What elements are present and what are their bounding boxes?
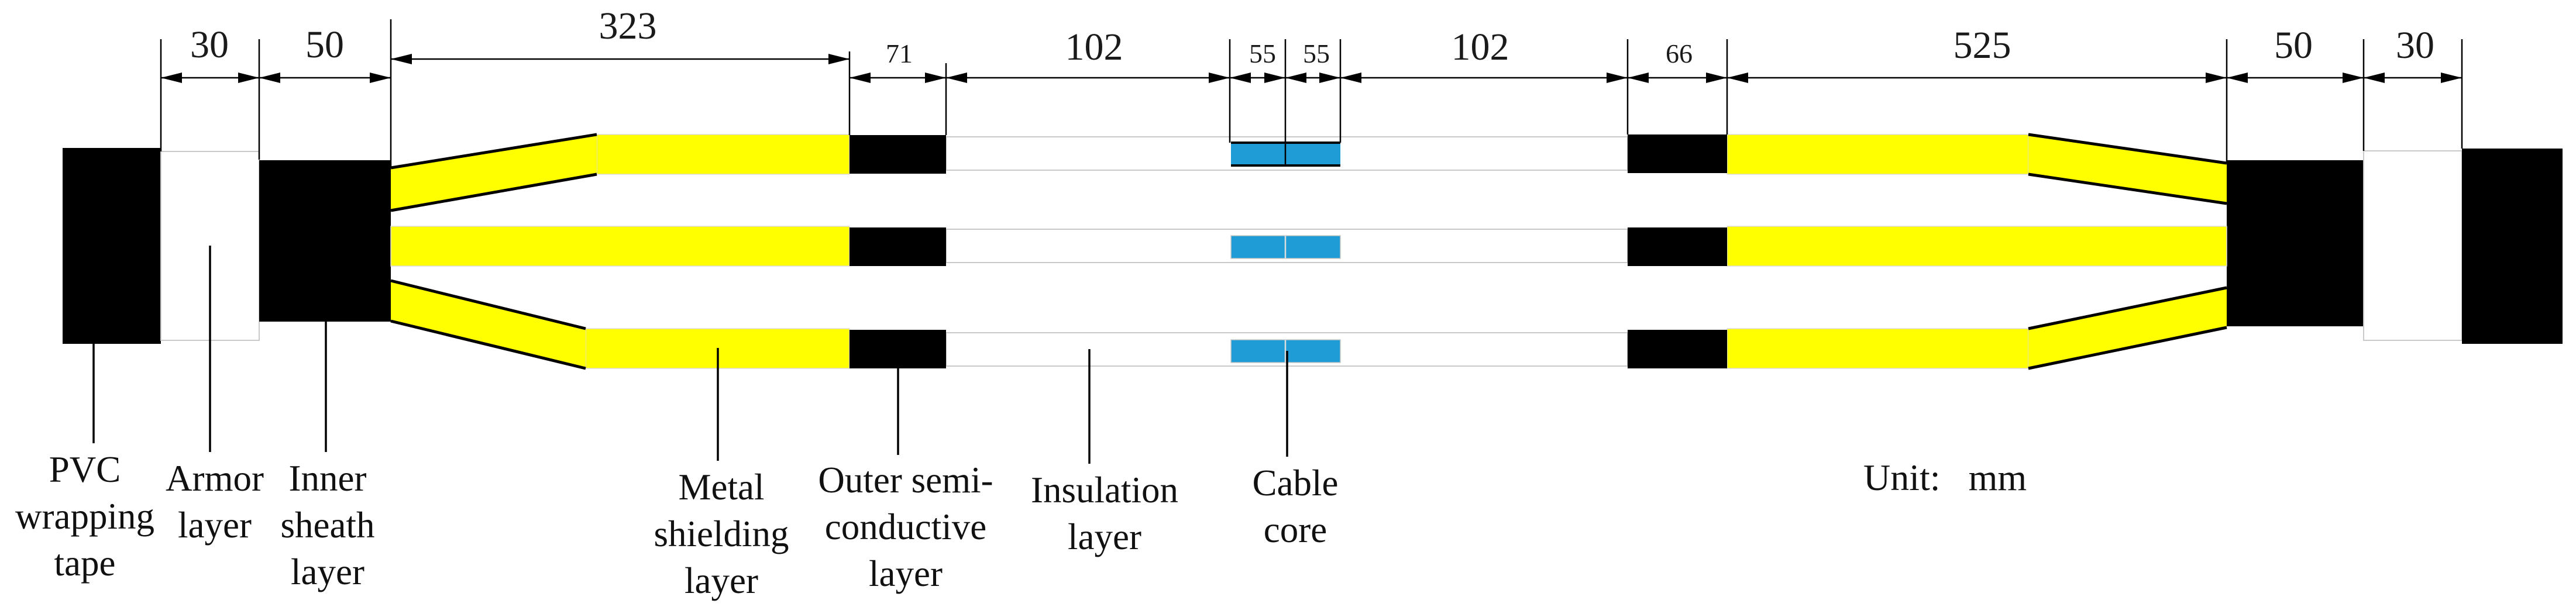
outer-semiconductive-row2-right	[1628, 227, 1727, 266]
dimension-value-30-left: 30	[190, 23, 229, 66]
pvc-wrapping-tape-left	[63, 148, 161, 344]
label-line: layer	[869, 553, 943, 594]
label-line: layer	[685, 560, 758, 601]
dimension-value-323: 323	[599, 5, 657, 47]
pvc-wrapping-tape-right	[2462, 149, 2563, 344]
label-inner-sheath-layer: Inner sheath layer	[281, 455, 375, 595]
diagonal-edge	[2028, 326, 2227, 370]
label-line: tape	[54, 543, 116, 584]
outer-semiconductive-row3-right	[1628, 330, 1727, 368]
unit-note: Unit: mm	[1863, 456, 2027, 499]
label-line: core	[1263, 509, 1327, 550]
label-insulation-layer: Insulation layer	[1031, 467, 1178, 560]
label-pvc-wrapping-tape: PVC wrapping tape	[15, 446, 154, 587]
leader-lines	[92, 246, 1288, 464]
metal-shielding-row1-right	[1726, 134, 2029, 175]
metal-shielding-diagonal-row1-left	[391, 134, 597, 211]
dimension-value-30-right: 30	[2396, 24, 2434, 67]
diagonal-edge	[2028, 286, 2227, 330]
dimension-value-525: 525	[1953, 24, 2011, 67]
label-line: Inner	[288, 458, 367, 499]
label-line: Metal	[678, 467, 765, 508]
label-line: conductive	[824, 506, 987, 547]
label-line: Armor	[166, 458, 264, 499]
label-line: Insulation	[1031, 470, 1178, 510]
label-line: PVC	[49, 449, 121, 490]
metal-shielding-diagonal-row3-left	[391, 281, 586, 368]
unit-label: Unit:	[1863, 457, 1941, 498]
diagonal-edge	[2028, 173, 2227, 205]
label-line: Outer semi-	[818, 460, 993, 501]
unit-value: mm	[1968, 457, 2027, 498]
armor-layer-right	[2363, 150, 2462, 341]
metal-shielding-row1-left	[596, 134, 850, 175]
dimension-value-66: 66	[1666, 39, 1693, 68]
dimension-value-55-right: 55	[1303, 39, 1330, 68]
label-line: shielding	[654, 513, 789, 554]
dimension-value-102-left: 102	[1065, 26, 1123, 68]
label-cable-core: Cable core	[1253, 460, 1339, 553]
diagonal-edge	[2028, 133, 2227, 165]
dimension-value-50-left: 50	[305, 23, 344, 66]
outer-semiconductive-row2-left	[850, 227, 946, 266]
dimension-value-55-left: 55	[1249, 39, 1276, 68]
metal-shielding-row2-right	[1726, 226, 2227, 267]
dimension-lines	[161, 54, 2462, 83]
inner-sheath-right	[2227, 160, 2364, 326]
metal-shielding-row2-left	[390, 226, 850, 267]
metal-shielding-diagonal-row3-right	[2028, 288, 2227, 368]
label-line: Cable	[1252, 463, 1339, 503]
dimension-value-50-right: 50	[2274, 24, 2313, 67]
diagonal-edge	[390, 279, 586, 330]
label-armor-layer: Armor layer	[166, 455, 264, 549]
label-outer-semiconductive-layer: Outer semi- conductive layer	[818, 457, 993, 597]
label-line: layer	[178, 505, 252, 546]
outer-semiconductive-row3-left	[850, 330, 946, 368]
label-line: sheath	[280, 505, 375, 546]
label-metal-shielding-layer: Metal shielding layer	[654, 464, 789, 604]
diagonal-edge	[390, 319, 586, 370]
extension-lines	[160, 19, 2463, 168]
metal-shielding-row3-right	[1726, 328, 2029, 369]
dimension-value-102-right: 102	[1451, 26, 1509, 68]
outer-semiconductive-row1-left	[850, 135, 946, 174]
diagonal-edge	[390, 173, 597, 212]
metal-shielding-diagonal-row1-right	[2028, 134, 2227, 203]
label-line: layer	[291, 551, 364, 592]
diagonal-edge	[390, 133, 597, 170]
label-line: wrapping	[15, 496, 154, 537]
dimension-value-71: 71	[886, 39, 913, 68]
outer-semiconductive-row1-right	[1628, 134, 1727, 173]
label-line: layer	[1068, 516, 1141, 557]
inner-sheath-left	[259, 160, 391, 322]
